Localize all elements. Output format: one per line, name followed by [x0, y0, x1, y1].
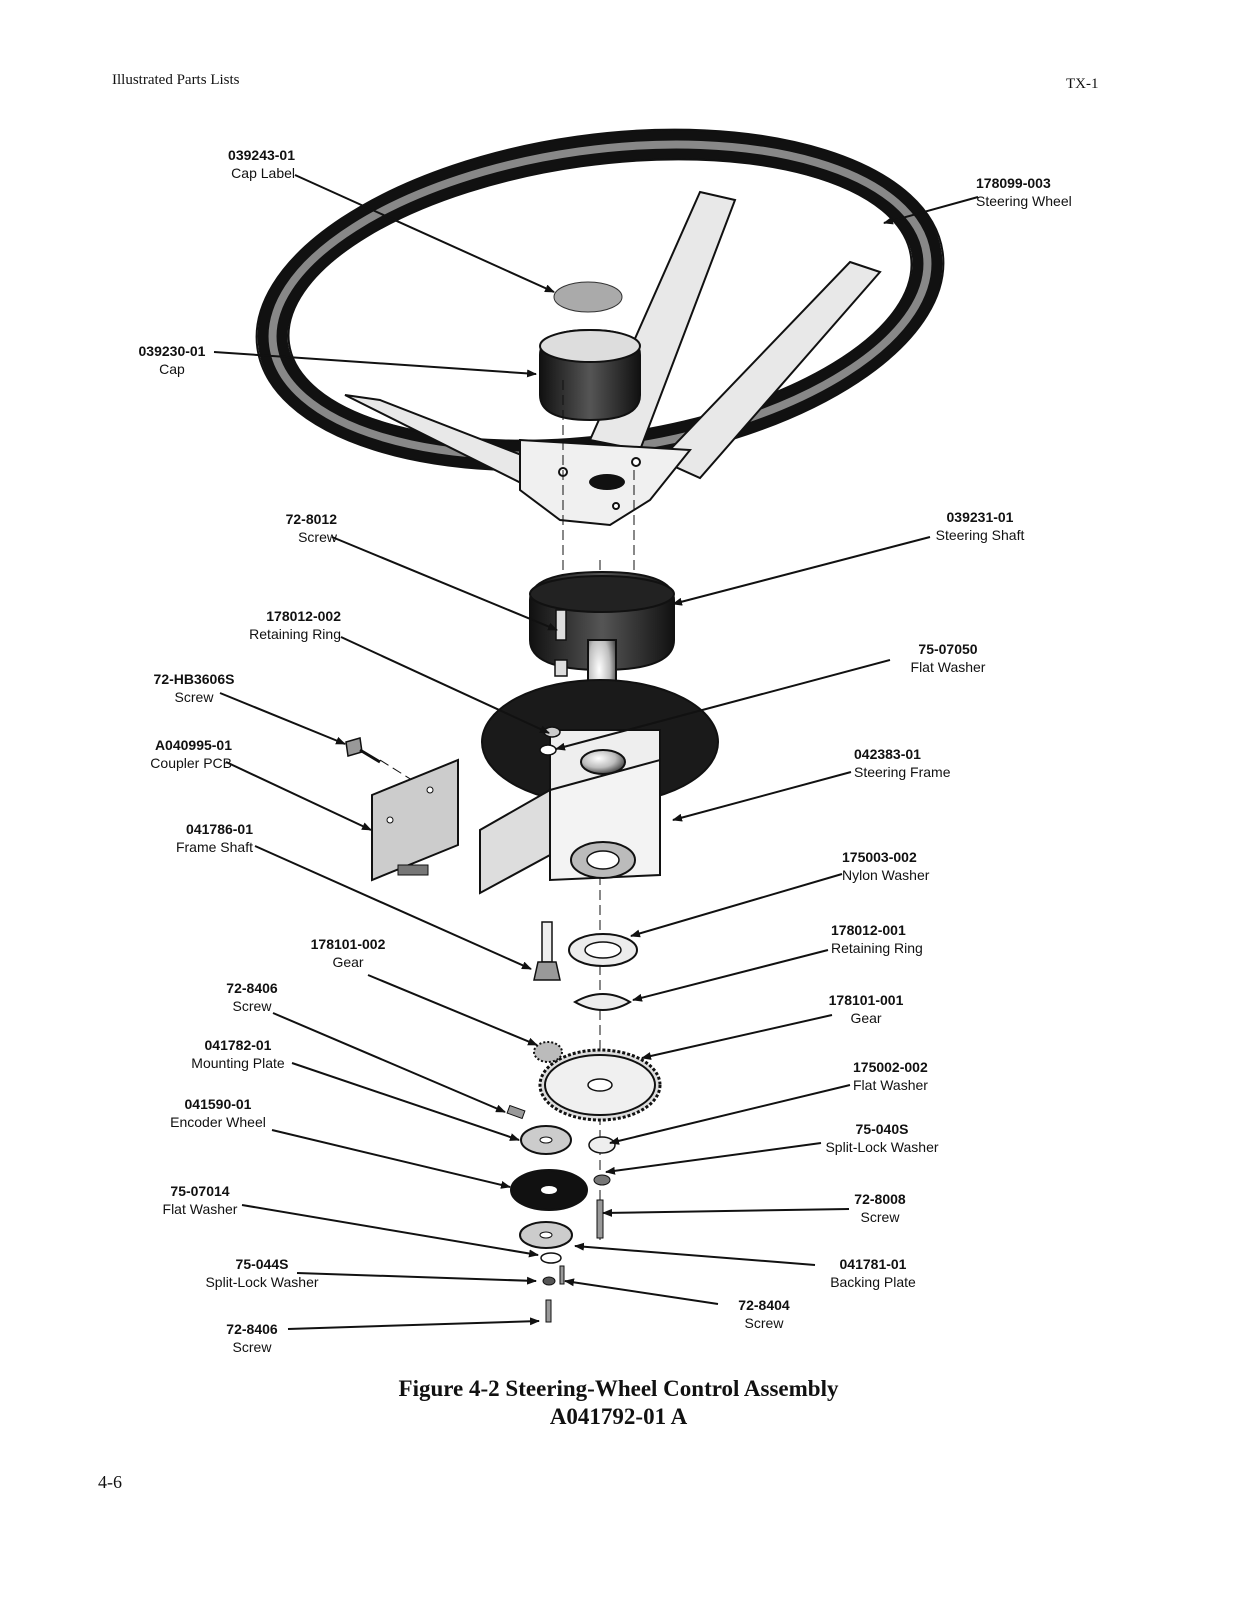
- frame-shaft-drawing: [533, 921, 561, 981]
- figure-caption-drawing-number: A041792-01 A: [549, 1404, 688, 1429]
- washer-ring-drawing: [568, 933, 638, 1011]
- running-header-code: TX-1: [1066, 76, 1099, 92]
- steering-wheel-drawing: [255, 128, 945, 527]
- page-number: 4-6: [98, 1472, 122, 1492]
- steering-frame-drawing: [479, 679, 719, 895]
- running-header-title: Illustrated Parts Lists: [112, 72, 240, 88]
- coupler-pcb-drawing: [345, 737, 459, 882]
- gear-drawing: [533, 1041, 662, 1122]
- cap-drawing: [539, 281, 641, 422]
- encoder-stack-drawing: [506, 1104, 616, 1323]
- callout-leaders: [213, 174, 979, 1330]
- figure-caption-title: Figure 4-2 Steering-Wheel Control Assemb…: [398, 1376, 839, 1401]
